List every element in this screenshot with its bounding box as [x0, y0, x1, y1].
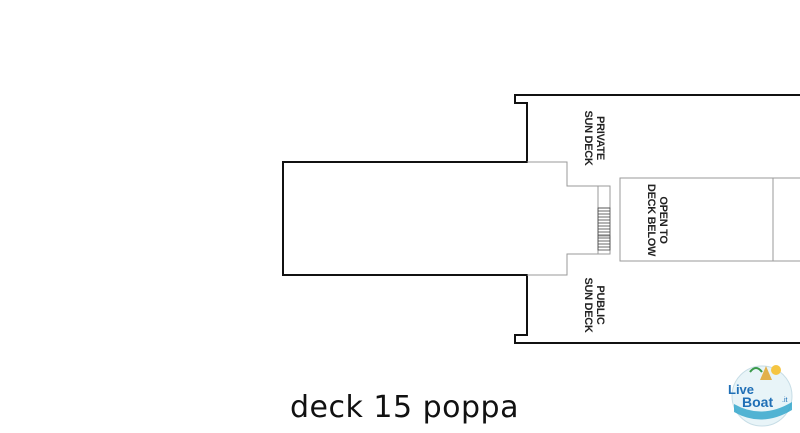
logo-text-live: Live: [728, 382, 754, 397]
label-public-sun-deck: PUBLIC SUN DECK: [582, 277, 606, 332]
label-private-line1: PRIVATE: [594, 116, 606, 160]
label-open-line2: DECK BELOW: [645, 184, 657, 257]
label-open-to-deck-below: OPEN TO DECK BELOW: [645, 184, 669, 257]
label-private-sun-deck: PRIVATE SUN DECK: [582, 110, 606, 165]
logo-text-suffix: .it: [782, 397, 788, 404]
label-private-line2: SUN DECK: [582, 110, 594, 165]
deck-outline: [282, 94, 800, 344]
liveboat-logo: Live Boat .it: [728, 365, 793, 427]
label-public-line2: SUN DECK: [582, 277, 594, 332]
logo-text-boat: Boat: [742, 394, 773, 410]
stairs: [597, 207, 611, 251]
label-open-line1: OPEN TO: [657, 196, 669, 244]
label-public-line1: PUBLIC: [594, 285, 606, 325]
deck-caption: deck 15 poppa: [290, 390, 519, 425]
